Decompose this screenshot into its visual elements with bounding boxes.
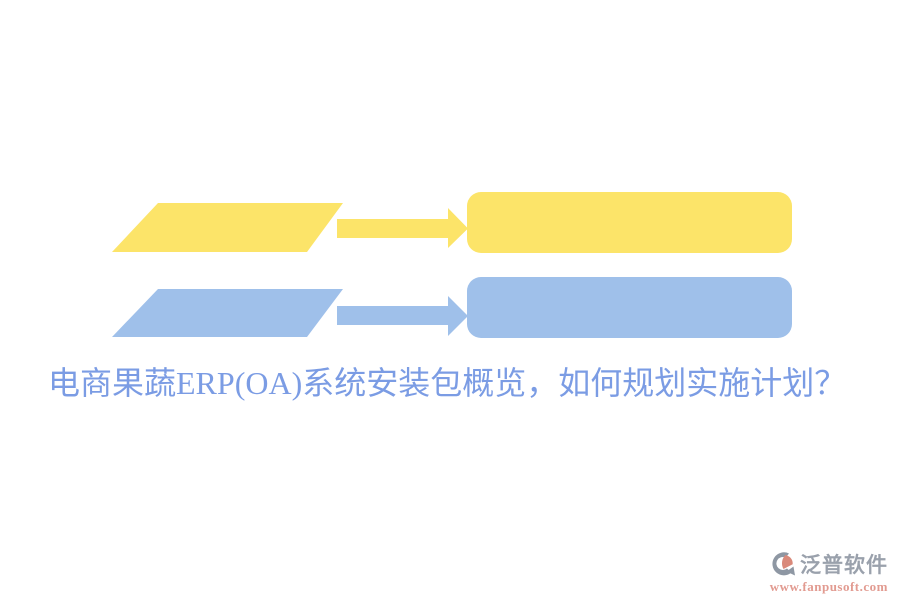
page-title: 电商果蔬ERP(OA)系统安装包概览，如何规划实施计划？ — [48, 365, 847, 401]
right-arrow-icon-yellow — [337, 208, 468, 248]
rounded-box-blue — [467, 277, 792, 338]
parallelogram-shape-blue — [112, 289, 343, 337]
watermark-brand-row: 泛普软件 — [768, 549, 888, 579]
watermark-brand-text: 泛普软件 — [800, 553, 888, 577]
watermark-url-text: www.fanpusoft.com — [769, 579, 888, 594]
watermark: 泛普软件 www.fanpusoft.com — [768, 549, 888, 595]
fanpu-logo-icon — [772, 552, 795, 576]
flow-row-blue — [112, 277, 792, 338]
right-arrow-icon-blue — [337, 296, 468, 336]
flow-row-yellow — [112, 192, 792, 253]
rounded-box-yellow — [467, 192, 792, 253]
parallelogram-shape-yellow — [112, 203, 343, 252]
